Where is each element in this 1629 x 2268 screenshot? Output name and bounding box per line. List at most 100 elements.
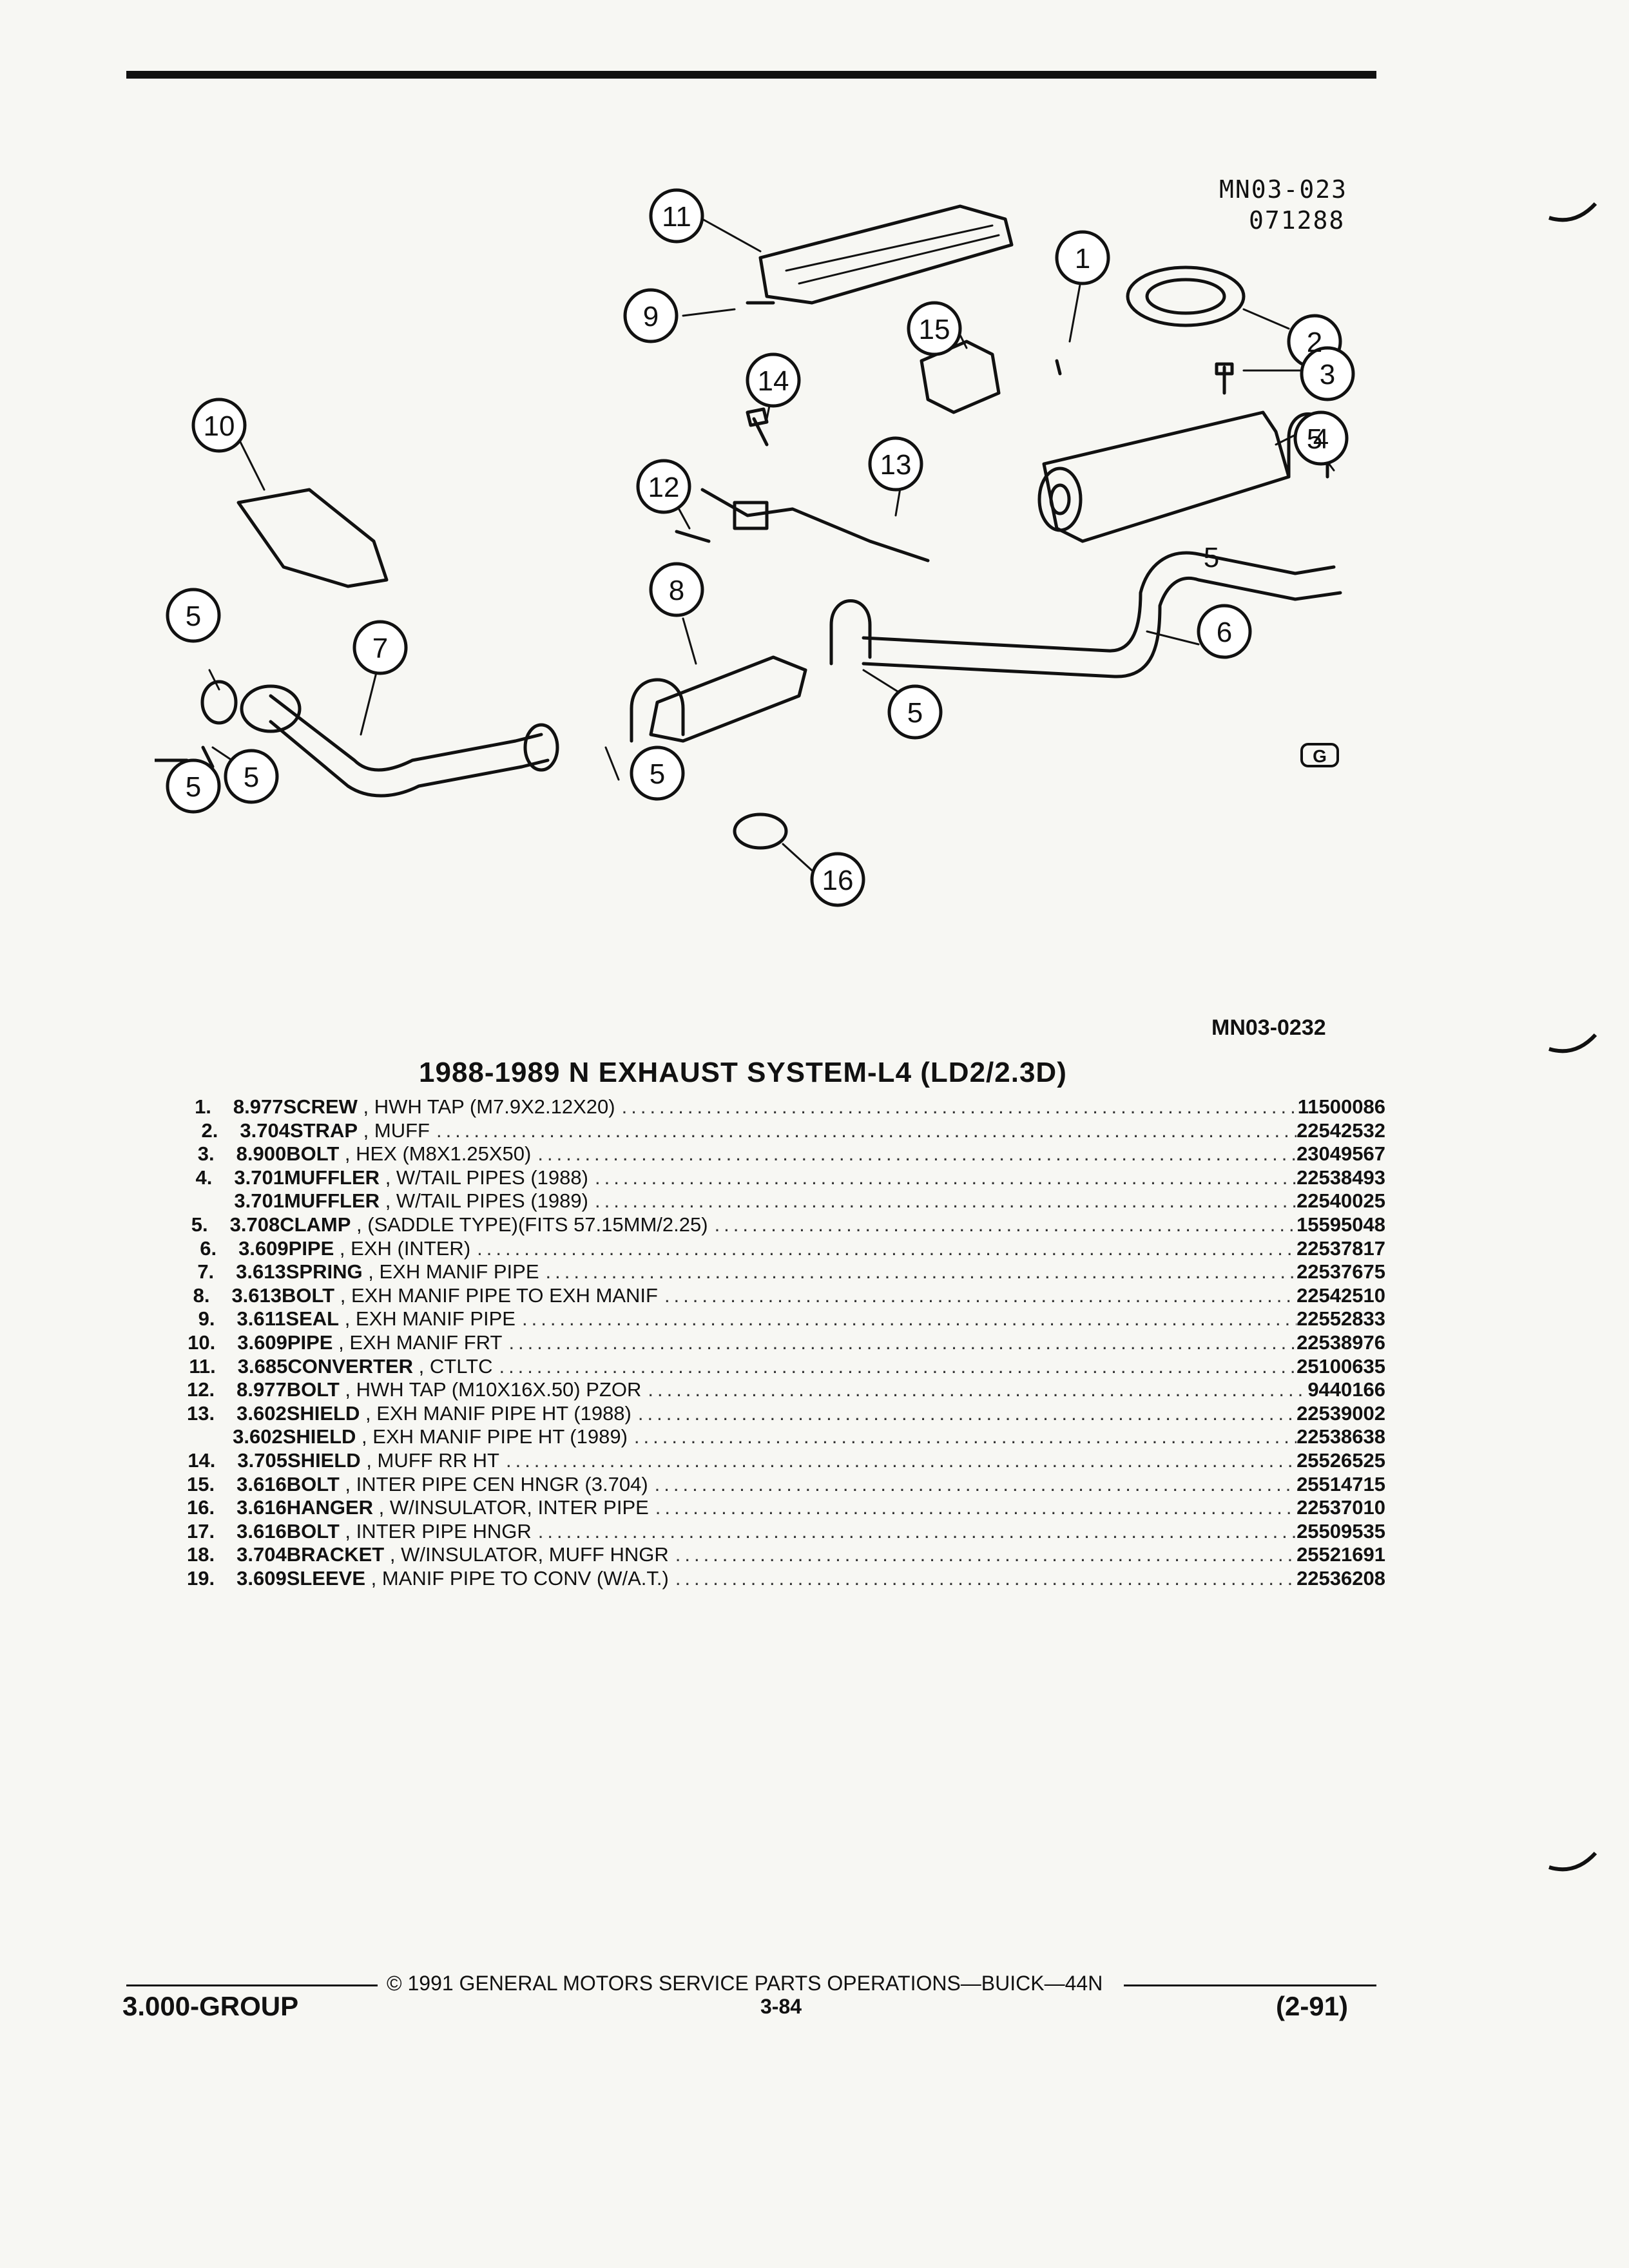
part-number: 22537817 <box>1296 1236 1385 1260</box>
callout-4: 4 <box>1313 423 1329 455</box>
group-code: 3.701 <box>234 1189 284 1213</box>
hex-bolt <box>1215 362 1234 395</box>
part-name: PIPE <box>288 1236 334 1260</box>
parts-list-title: 1988-1989 N EXHAUST SYSTEM-L4 (LD2/2.3D) <box>419 1057 1067 1088</box>
item-number: 16. <box>187 1496 215 1519</box>
part-number: 22542532 <box>1296 1119 1385 1142</box>
part-name: SHIELD <box>287 1448 361 1472</box>
muffler-strap <box>1126 265 1246 327</box>
part-detail: , (SADDLE TYPE)(FITS 57.15MM/2.25) <box>356 1213 708 1236</box>
hanger-bolt <box>675 530 711 543</box>
leader-dots <box>615 1095 1298 1119</box>
muffler <box>1042 410 1291 543</box>
part-name: MUFFLER <box>284 1166 380 1189</box>
item-number: 15. <box>187 1472 215 1495</box>
item-number: 9. <box>198 1307 215 1331</box>
group-code: 8.977 <box>233 1095 284 1118</box>
group-code: 3.609 <box>237 1331 287 1354</box>
footer-copyright: © 1991 GENERAL MOTORS SERVICE PARTS OPER… <box>387 1972 1103 1995</box>
group-code: 3.708 <box>229 1213 280 1236</box>
leader-dots <box>516 1307 1296 1331</box>
callout-2: 2 <box>1307 327 1322 358</box>
callout-5: 5 <box>907 697 923 729</box>
part-detail: , INTER PIPE CEN HNGR (3.704) <box>345 1472 648 1495</box>
manifold-spring <box>201 745 215 769</box>
part-number: 23049567 <box>1296 1142 1385 1166</box>
group-code: 3.611 <box>236 1307 286 1331</box>
part-description: BOLT , INTER PIPE HNGR <box>287 1520 532 1544</box>
tap-screw <box>1055 359 1062 376</box>
part-number: 22542510 <box>1296 1283 1385 1307</box>
group-code: 3.613 <box>236 1260 286 1283</box>
callout-16: 13 <box>880 449 912 481</box>
group-code: 8.900 <box>236 1142 287 1166</box>
part-detail: , MUFF <box>363 1119 430 1142</box>
item-number: 19. <box>187 1566 215 1590</box>
top-rule <box>126 71 1376 79</box>
callout-6: 6 <box>1217 617 1232 648</box>
part-description: MUFFLER , W/TAIL PIPES (1988) <box>284 1166 588 1190</box>
leader-dots <box>470 1237 1296 1261</box>
callout-14: 11 <box>662 201 691 233</box>
leader-dots <box>669 1567 1296 1591</box>
leader-dots <box>502 1331 1296 1355</box>
part-name: CONVERTER <box>287 1354 414 1378</box>
saddle-clamp <box>630 678 685 743</box>
item-number: 8. <box>193 1283 210 1307</box>
group-code: 3.616 <box>236 1519 287 1542</box>
part-description: SHIELD , MUFF RR HT <box>287 1449 499 1473</box>
part-name: HANGER <box>286 1496 374 1519</box>
catalytic-converter <box>649 655 807 743</box>
group-code: 3.602 <box>236 1401 287 1425</box>
exhaust-manifold-front-pipe <box>269 694 543 772</box>
footer-revision-date: (2-91) <box>1276 1991 1349 2021</box>
part-detail: , EXH MANIF PIPE TO EXH MANIF <box>340 1283 658 1307</box>
part-name: BOLT <box>286 1142 340 1166</box>
item-number: 7. <box>197 1260 215 1283</box>
group-code: 3.613 <box>231 1283 282 1307</box>
part-detail: , EXH MANIF FRT <box>338 1331 503 1354</box>
part-description: BOLT , HEX (M8X1.25X50) <box>286 1142 531 1166</box>
margin-mark <box>1548 1033 1597 1053</box>
part-name: SHIELD <box>286 1401 360 1425</box>
margin-mark <box>1548 1851 1597 1872</box>
item-number: 17. <box>187 1519 215 1542</box>
part-number: 25100635 <box>1296 1354 1385 1378</box>
part-name: SLEEVE <box>286 1566 366 1590</box>
leader-dots <box>628 1425 1296 1449</box>
figure-id: MN03-023 <box>1219 175 1348 204</box>
item-number: 6. <box>200 1236 217 1260</box>
part-number: 22540025 <box>1296 1189 1385 1213</box>
exhaust-diagram: 11 9 1 15 14 2 3 4 10 13 12 6 8 7 5 5 5 … <box>155 188 1355 907</box>
part-detail: , HEX (M8X1.25X50) <box>344 1142 532 1166</box>
part-detail: , EXH MANIF PIPE HT (1988) <box>365 1401 631 1425</box>
margin-mark <box>1548 202 1597 222</box>
part-description: SCREW , HWH TAP (M7.9X2.12X20) <box>284 1095 615 1119</box>
part-detail: , EXH MANIF PIPE <box>344 1307 516 1331</box>
callout-19: 16 <box>822 865 854 896</box>
callout-8: 5 <box>186 771 201 803</box>
part-name: BRACKET <box>286 1543 385 1566</box>
callout-3: 3 <box>1320 359 1335 390</box>
part-name: CLAMP <box>280 1213 351 1236</box>
manifold-pipe-seal <box>200 680 238 725</box>
part-description: BRACKET , W/INSULATOR, MUFF HNGR <box>287 1543 669 1567</box>
part-description: BOLT , EXH MANIF PIPE TO EXH MANIF <box>282 1284 658 1308</box>
part-description: SHIELD , EXH MANIF PIPE HT (1988) <box>287 1402 631 1426</box>
item-number: 11. <box>189 1354 216 1378</box>
gm-logo: G <box>1300 743 1339 767</box>
group-code: 3.616 <box>236 1472 287 1495</box>
intermediate-pipe <box>862 551 1336 653</box>
